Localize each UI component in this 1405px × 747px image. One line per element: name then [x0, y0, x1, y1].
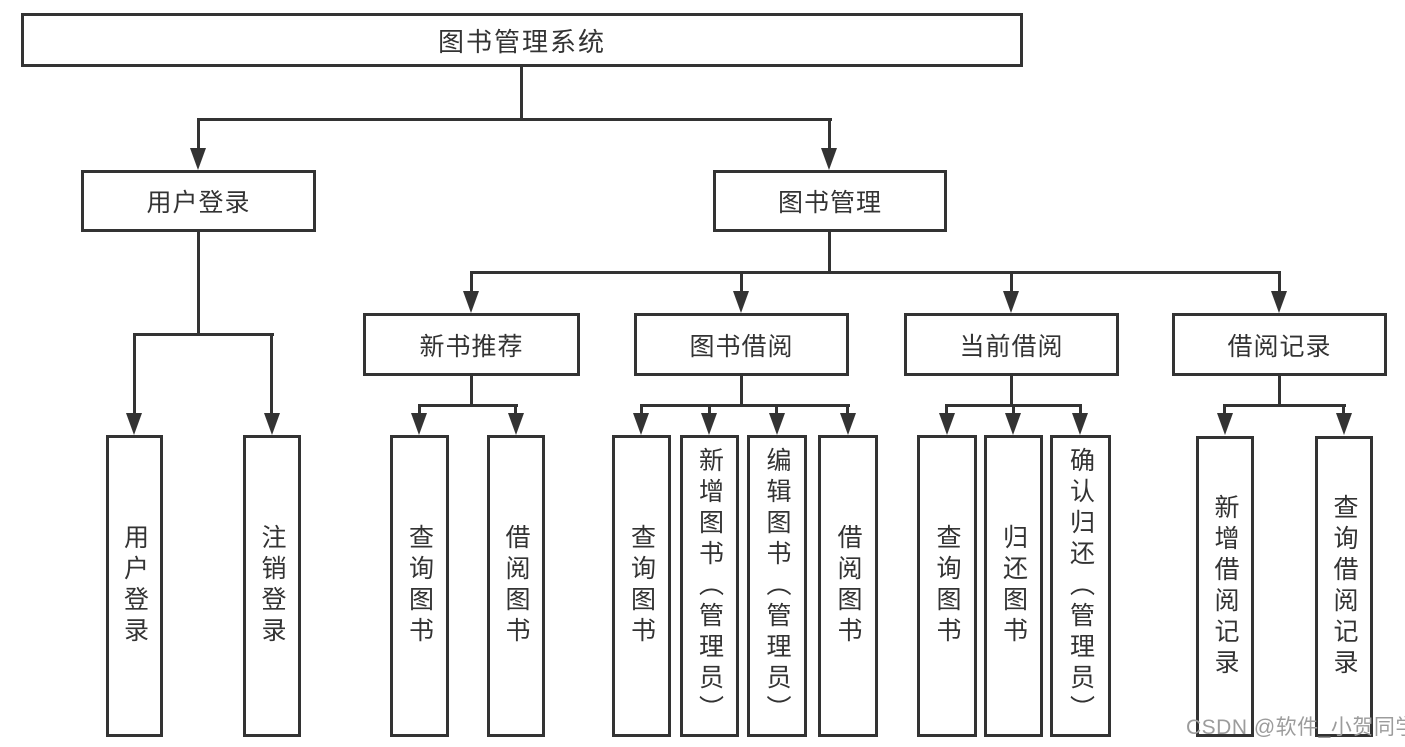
- connector-user-login-stem: [197, 232, 200, 335]
- connector-user-login-rail: [133, 333, 274, 336]
- connector-cb-stem: [1010, 376, 1013, 406]
- connector-bb-drop-1: [640, 404, 643, 415]
- node-cb-query-books: 查询图书: [917, 435, 977, 737]
- connector-bb-drop-4: [846, 404, 849, 415]
- connector-drop-borrow-records: [1278, 271, 1281, 293]
- arrowhead-down-icon: [264, 413, 280, 435]
- arrowhead-down-icon: [1336, 413, 1352, 435]
- arrowhead-down-icon: [508, 413, 524, 435]
- connector-root-stem: [520, 67, 523, 120]
- connector-book-mgmt-stem: [828, 232, 831, 273]
- connector-nb-rail: [418, 404, 518, 407]
- arrowhead-down-icon: [939, 413, 955, 435]
- node-user-login-leaf: 用户登录: [106, 435, 163, 737]
- connector-drop-book-borrow: [740, 271, 743, 293]
- arrowhead-down-icon: [1217, 413, 1233, 435]
- arrowhead-down-icon: [701, 413, 717, 435]
- arrowhead-down-icon: [633, 413, 649, 435]
- node-nb-borrow-books: 借阅图书: [487, 435, 545, 737]
- connector-nb-drop-2: [514, 404, 517, 415]
- connector-bb-drop-3: [775, 404, 778, 415]
- arrowhead-down-icon: [1271, 291, 1287, 313]
- arrowhead-down-icon: [769, 413, 785, 435]
- connector-bb-stem: [740, 376, 743, 406]
- node-book-borrow: 图书借阅: [634, 313, 849, 376]
- arrowhead-down-icon: [840, 413, 856, 435]
- node-logout-leaf: 注销登录: [243, 435, 301, 737]
- node-bb-query-books: 查询图书: [612, 435, 671, 737]
- node-bb-edit-books-admin: 编辑图书（管理员）: [747, 435, 807, 737]
- connector-br-drop-1: [1223, 404, 1226, 415]
- node-nb-query-books: 查询图书: [390, 435, 449, 737]
- connector-cb-drop-2: [1012, 404, 1015, 415]
- connector-nb-drop-1: [418, 404, 421, 415]
- connector-drop-user-login: [197, 118, 200, 150]
- connector-root-rail: [197, 118, 832, 121]
- arrowhead-down-icon: [190, 148, 206, 170]
- connector-book-mgmt-rail: [470, 271, 1281, 274]
- node-new-book-recommend: 新书推荐: [363, 313, 580, 376]
- arrowhead-down-icon: [733, 291, 749, 313]
- arrowhead-down-icon: [1072, 413, 1088, 435]
- arrowhead-down-icon: [463, 291, 479, 313]
- connector-br-rail: [1223, 404, 1346, 407]
- arrowhead-down-icon: [126, 413, 142, 435]
- connector-bb-drop-2: [708, 404, 711, 415]
- node-root: 图书管理系统: [21, 13, 1023, 67]
- connector-drop-login-leaf: [133, 333, 136, 415]
- watermark: CSDN @软件_小贺同学: [1186, 716, 1405, 739]
- node-br-add-record: 新增借阅记录: [1196, 436, 1254, 737]
- node-borrow-records: 借阅记录: [1172, 313, 1387, 376]
- arrowhead-down-icon: [411, 413, 427, 435]
- node-cb-confirm-return-admin: 确认归还（管理员）: [1050, 435, 1111, 737]
- node-current-borrow: 当前借阅: [904, 313, 1119, 376]
- arrowhead-down-icon: [1003, 291, 1019, 313]
- node-bb-add-books-admin: 新增图书（管理员）: [680, 435, 739, 737]
- connector-br-drop-2: [1342, 404, 1345, 415]
- connector-drop-logout-leaf: [270, 333, 273, 415]
- node-book-management: 图书管理: [713, 170, 947, 232]
- connector-cb-drop-1: [945, 404, 948, 415]
- connector-nb-stem: [470, 376, 473, 406]
- connector-drop-book-management: [828, 118, 831, 150]
- arrowhead-down-icon: [821, 148, 837, 170]
- connector-bb-rail: [640, 404, 850, 407]
- node-br-query-record: 查询借阅记录: [1315, 436, 1373, 737]
- connector-drop-new-book: [470, 271, 473, 293]
- node-bb-borrow-books: 借阅图书: [818, 435, 878, 737]
- node-user-login: 用户登录: [81, 170, 316, 232]
- connector-cb-drop-3: [1079, 404, 1082, 415]
- connector-drop-current-borrow: [1010, 271, 1013, 293]
- node-cb-return-books: 归还图书: [984, 435, 1043, 737]
- arrowhead-down-icon: [1005, 413, 1021, 435]
- connector-br-stem: [1278, 376, 1281, 406]
